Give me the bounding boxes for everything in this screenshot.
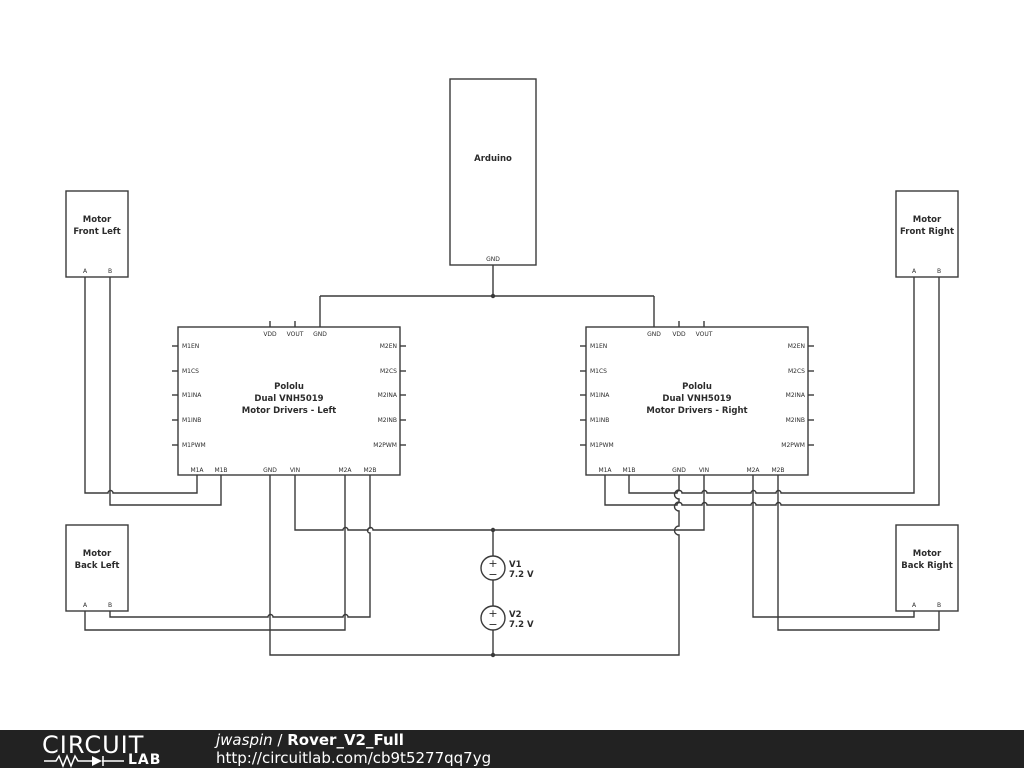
driver-left-pin-m2pwm: M2PWM (373, 442, 397, 449)
resistor-diode-icon (44, 754, 124, 768)
driver-left-pin-gnd-top: GND (313, 331, 327, 338)
arduino-block[interactable]: Arduino GND (449, 78, 537, 266)
driver-left-pin-vin: VIN (290, 467, 300, 474)
driver-right-label-1: Pololu (682, 382, 712, 392)
arduino-label: Arduino (474, 154, 512, 164)
driver-left-pin-m2ina: M2INA (378, 392, 398, 399)
author-link[interactable]: jwaspin (216, 731, 273, 749)
motor-back-left-label-2: Back Left (75, 561, 120, 571)
driver-right-pin-m1pwm: M1PWM (590, 442, 614, 449)
driver-left-pin-m1inb: M1INB (182, 417, 201, 424)
driver-left-pin-m2inb: M2INB (378, 417, 397, 424)
v2-name-label: V2 (509, 610, 522, 620)
motor-back-right-label-2: Back Right (901, 561, 953, 571)
v1-plus-sign: + (488, 557, 497, 570)
motor-front-right-label-2: Front Right (900, 227, 954, 237)
driver-left-pin-vdd: VDD (263, 331, 277, 338)
voltage-source-v2[interactable]: + − V2 7.2 V (480, 605, 534, 631)
motor-front-left-pin-a: A (83, 268, 88, 275)
driver-left-pin-m2cs: M2CS (380, 368, 397, 375)
driver-left-pin-m1cs: M1CS (182, 368, 199, 375)
circuitlab-logo[interactable]: CIRCUIT LAB (42, 732, 174, 768)
driver-left-label-2: Dual VNH5019 (254, 394, 323, 404)
driver-left-pin-m1pwm: M1PWM (182, 442, 206, 449)
driver-left-pin-m2b: M2B (363, 467, 376, 474)
driver-left-label-3: Motor Drivers - Left (242, 406, 336, 416)
driver-left-pin-m1ina: M1INA (182, 392, 202, 399)
driver-left-pin-m2a: M2A (338, 467, 352, 474)
wires (84, 265, 940, 658)
driver-right-pin-m1b: M1B (622, 467, 635, 474)
motor-back-left-pin-a: A (83, 602, 88, 609)
driver-right-pin-m2ina: M2INA (786, 392, 806, 399)
logo-lab-text: LAB (128, 752, 162, 768)
motor-front-right-pin-a: A (912, 268, 917, 275)
motor-front-left[interactable]: Motor Front Left A B (65, 190, 129, 278)
motor-front-left-label-2: Front Left (73, 227, 120, 237)
driver-left-pin-m1en: M1EN (182, 343, 199, 350)
v1-name-label: V1 (509, 560, 522, 570)
driver-right-pin-m2pwm: M2PWM (781, 442, 805, 449)
driver-left-pin-m1b: M1B (214, 467, 227, 474)
driver-right-label-3: Motor Drivers - Right (646, 406, 747, 416)
voltage-source-v1[interactable]: + − V1 7.2 V (480, 555, 534, 581)
driver-left-pin-m1a: M1A (190, 467, 204, 474)
motor-front-left-label-1: Motor (83, 215, 112, 225)
driver-right-pin-m2b: M2B (771, 467, 784, 474)
driver-right-pin-gnd-top: GND (647, 331, 661, 338)
footer-bar: CIRCUIT LAB jwaspin / Rover_V2_Full http… (0, 730, 1024, 768)
v2-minus-sign: − (488, 618, 497, 631)
driver-right-pin-m1inb: M1INB (590, 417, 609, 424)
driver-left-label-1: Pololu (274, 382, 304, 392)
driver-right-pin-m2a: M2A (746, 467, 760, 474)
driver-left-pin-m2en: M2EN (380, 343, 397, 350)
motor-front-right-pin-b: B (937, 268, 941, 275)
motor-front-right[interactable]: Motor Front Right A B (895, 190, 959, 278)
motor-front-left-pin-b: B (108, 268, 112, 275)
credit-separator: / (272, 731, 288, 749)
schematic-canvas: Arduino GND Motor Front Left A B Motor F… (65, 78, 959, 658)
logo-circuit-text: CIRCUIT (42, 731, 145, 759)
motor-back-left-pin-b: B (108, 602, 112, 609)
motor-back-right-pin-a: A (912, 602, 917, 609)
driver-right-pin-m2cs: M2CS (788, 368, 805, 375)
driver-right-pin-m1ina: M1INA (590, 392, 610, 399)
driver-left-pin-gnd-bottom: GND (263, 467, 277, 474)
driver-right-pin-m1cs: M1CS (590, 368, 607, 375)
driver-right-pin-m1a: M1A (598, 467, 612, 474)
driver-right-pin-vdd: VDD (672, 331, 686, 338)
v1-value-label: 7.2 V (509, 570, 534, 580)
motor-driver-left[interactable]: Pololu Dual VNH5019 Motor Drivers - Left… (172, 296, 406, 476)
project-title[interactable]: Rover_V2_Full (287, 731, 404, 749)
v1-minus-sign: − (488, 568, 497, 581)
motor-back-left-label-1: Motor (83, 549, 112, 559)
motor-back-left[interactable]: Motor Back Left A B (65, 524, 129, 612)
driver-right-pin-vout: VOUT (696, 331, 713, 338)
motor-back-right[interactable]: Motor Back Right A B (895, 524, 959, 612)
driver-right-pin-m1en: M1EN (590, 343, 607, 350)
driver-right-pin-m2inb: M2INB (786, 417, 805, 424)
driver-right-pin-vin: VIN (699, 467, 709, 474)
motor-front-right-label-1: Motor (913, 215, 942, 225)
credit-line: jwaspin / Rover_V2_Full (216, 731, 404, 749)
driver-right-label-2: Dual VNH5019 (662, 394, 731, 404)
motor-back-right-pin-b: B (937, 602, 941, 609)
arduino-gnd-pin-label: GND (486, 256, 500, 263)
v2-value-label: 7.2 V (509, 620, 534, 630)
motor-back-right-label-1: Motor (913, 549, 942, 559)
v2-plus-sign: + (488, 607, 497, 620)
project-url-link[interactable]: http://circuitlab.com/cb9t5277qq7yg (216, 749, 492, 767)
driver-left-pin-vout: VOUT (287, 331, 304, 338)
driver-right-pin-gnd-bottom: GND (672, 467, 686, 474)
motor-driver-right[interactable]: Pololu Dual VNH5019 Motor Drivers - Righ… (580, 296, 814, 476)
driver-right-pin-m2en: M2EN (788, 343, 805, 350)
